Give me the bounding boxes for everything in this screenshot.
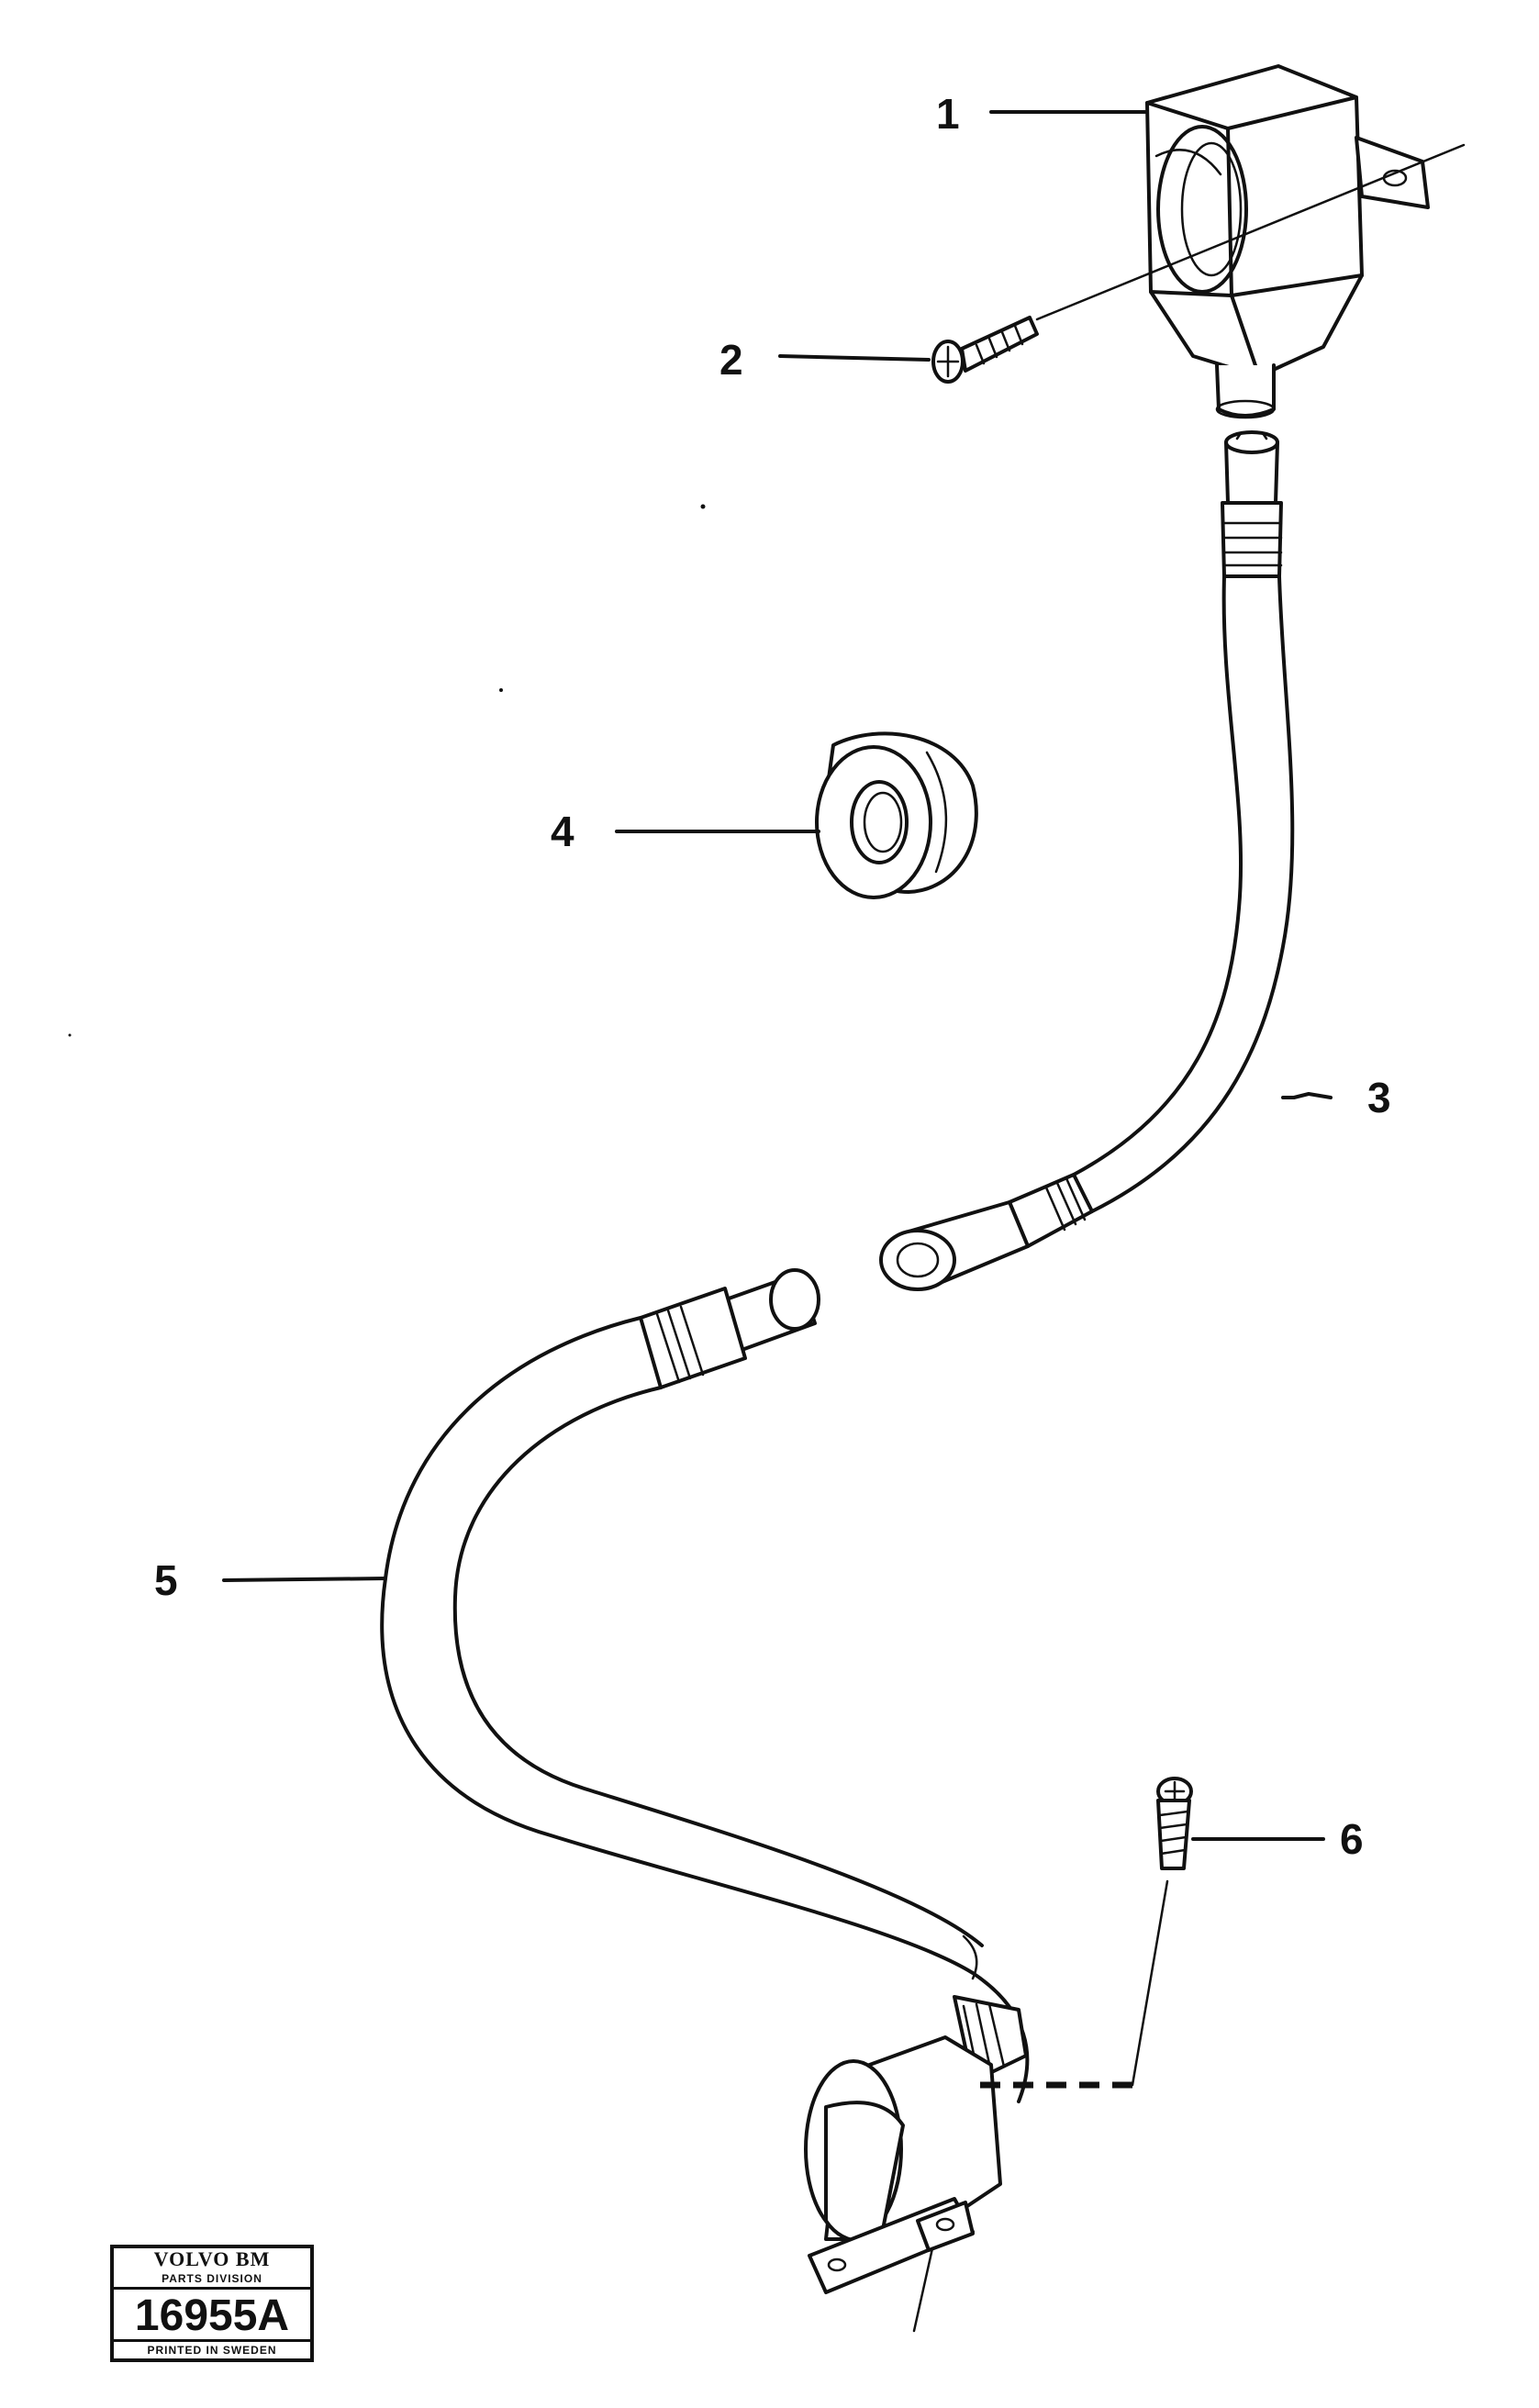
speck [68, 1033, 72, 1037]
callout-3: 3 [1367, 1074, 1391, 1121]
volvo-bm-stamp: VOLVO BM PARTS DIVISION 16955A PRINTED I… [110, 2245, 314, 2362]
callout-6: 6 [1340, 1815, 1364, 1863]
stamp-brand: VOLVO BM [153, 2247, 271, 2270]
stamp-printed: PRINTED IN SWEDEN [114, 2339, 310, 2358]
screw-guide-line [1035, 143, 1466, 321]
leader-5 [222, 1577, 387, 1582]
mount-guide-line [912, 2246, 934, 2333]
part-1-housing [1145, 64, 1430, 419]
callout-1: 1 [936, 90, 960, 138]
stamp-code: 16955A [134, 2291, 290, 2340]
part-2-screw [931, 316, 1039, 384]
leader-3 [1281, 1092, 1333, 1099]
screw6-guide-line [1131, 1879, 1169, 2087]
callout-5: 5 [154, 1556, 178, 1604]
speck [700, 504, 706, 509]
callout-4: 4 [551, 808, 574, 855]
leader-2 [778, 354, 931, 362]
part-5-hose [380, 1268, 1030, 2294]
speck [499, 688, 503, 692]
part-3-hose [879, 430, 1295, 1291]
callout-2: 2 [719, 336, 743, 384]
part-4-grommet [815, 731, 978, 899]
part-6-screw [1156, 1777, 1193, 1870]
stamp-division: PARTS DIVISION [114, 2270, 310, 2290]
